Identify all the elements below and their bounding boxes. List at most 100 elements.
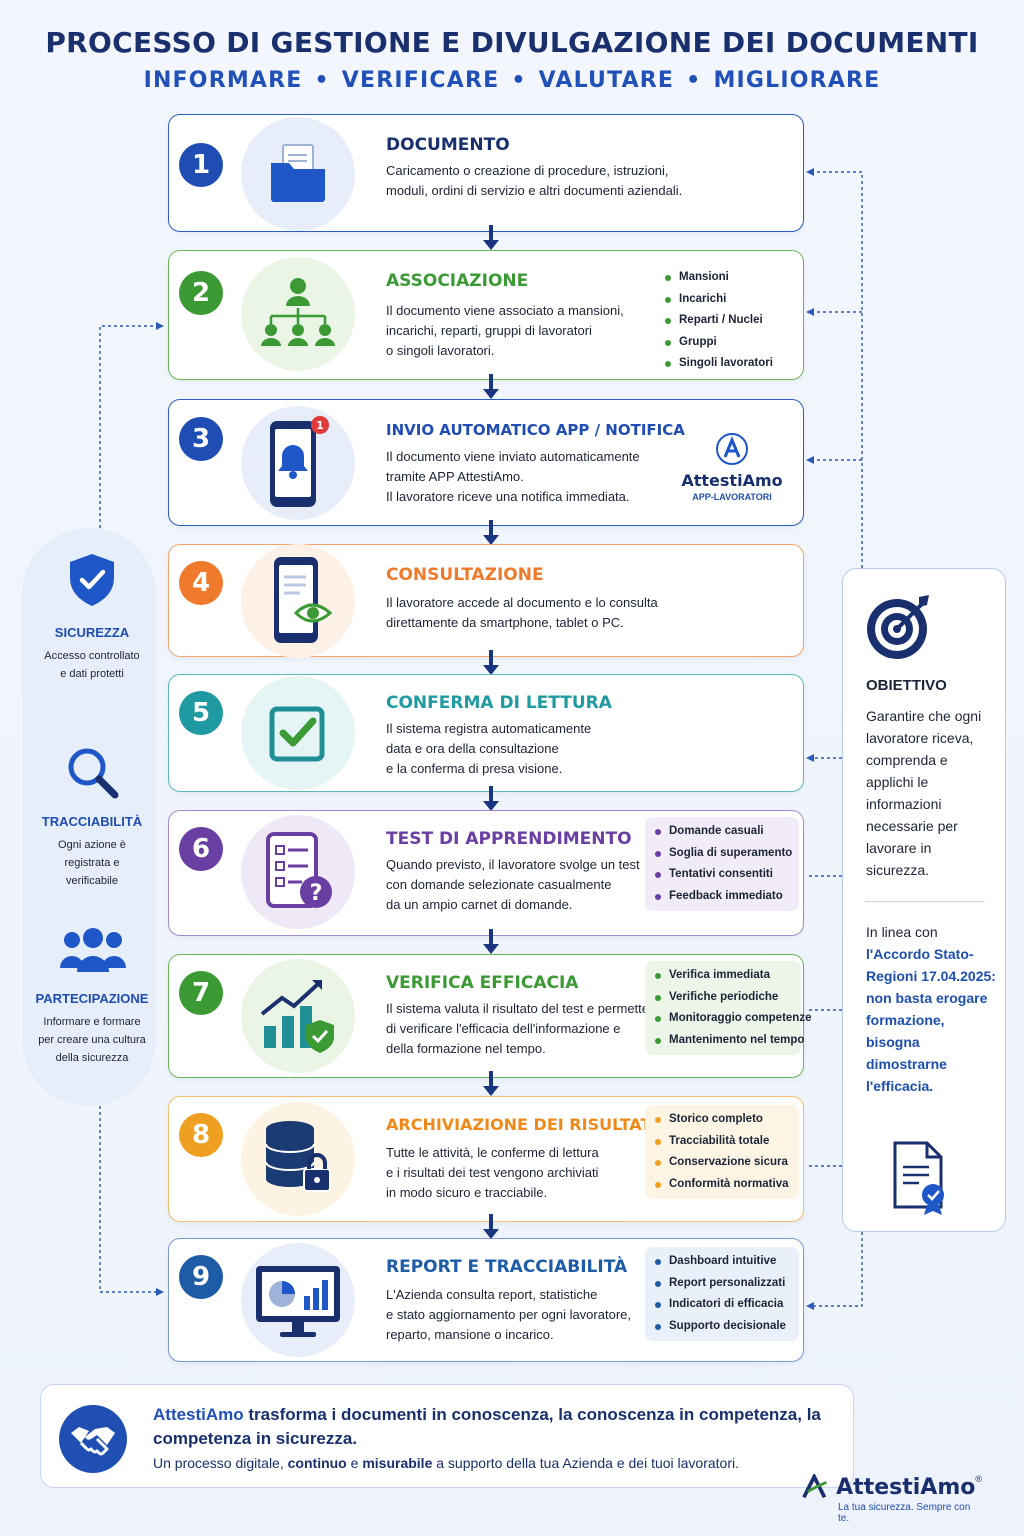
step-9-card: 9 REPORT E TRACCIABILITÀ L'Azienda consu…: [168, 1238, 804, 1362]
attestiamo-logo-icon: [716, 433, 748, 465]
desc-line: di verificare l'efficacia dell'informazi…: [386, 1021, 621, 1036]
step-1-title: DOCUMENTO: [386, 135, 510, 155]
bullet-item: Supporto decisionale: [655, 1316, 789, 1338]
down-arrow: [483, 225, 499, 250]
step-2-icon-bg: [241, 257, 355, 371]
step-3-title: INVIO AUTOMATICO APP / NOTIFICA: [386, 421, 685, 439]
bullet-item: Feedback immediato: [655, 886, 789, 908]
desc-line: Caricamento o creazione di procedure, is…: [386, 163, 669, 178]
step-4-number: 4: [179, 561, 223, 605]
step-3-description: Il documento viene inviato automaticamen…: [386, 447, 640, 507]
desc-line: Quando previsto, il lavoratore svolge un…: [386, 857, 640, 872]
desc-line: Informare e formare: [43, 1016, 141, 1028]
attestiamo-logo-icon: [802, 1474, 827, 1499]
left-values-panel: [22, 528, 156, 1106]
step-2-description: Il documento viene associato a mansioni,…: [386, 301, 624, 361]
step-4-description: Il lavoratore accede al documento e lo c…: [386, 593, 658, 633]
bullet-item: Indicatori di efficacia: [655, 1294, 789, 1316]
brand-tagline: La tua sicurezza. Sempre con te.: [838, 1502, 971, 1524]
footer-icon-bg: [59, 1405, 127, 1473]
step-5-title: CONFERMA DI LETTURA: [386, 693, 612, 713]
desc-line: reparto, mansione o incarico.: [386, 1327, 554, 1342]
step-7-icon-bg: [241, 959, 355, 1073]
left-panel-title: PARTECIPAZIONE: [35, 991, 149, 1006]
step-5-number: 5: [179, 691, 223, 735]
subtitle-word: INFORMARE: [143, 68, 303, 93]
footer-banner: AttestiAmo trasforma i documenti in cono…: [40, 1384, 854, 1488]
down-arrow: [483, 650, 499, 675]
step-5-icon-bg: [241, 676, 355, 790]
quiz-icon: ?: [266, 832, 332, 908]
bullet-item: Tentativi consentiti: [655, 864, 789, 886]
desc-line: Tutte le attività, le conferme di lettur…: [386, 1145, 599, 1160]
desc-line: moduli, ordini di servizio e altri docum…: [386, 183, 683, 198]
footer-headline-text: trasforma i documenti in conoscenza, la …: [153, 1405, 821, 1448]
bullet-item: Conformità normativa: [655, 1174, 789, 1196]
desc-line: Il documento viene associato a mansioni,: [386, 303, 624, 318]
down-arrow: [483, 1071, 499, 1096]
step-7-bullets: Verifica immediata Verifiche periodiche …: [645, 961, 811, 1055]
desc-line: registrata e: [64, 857, 120, 869]
step-8-card: 8 ARCHIVIAZIONE DEI RISULTATI Tutte le a…: [168, 1096, 804, 1222]
desc-line: della sicurezza: [55, 1052, 129, 1064]
desc-line: per creare una cultura: [38, 1034, 146, 1046]
bullet-item: Conservazione sicura: [655, 1152, 789, 1174]
footer-text: e: [346, 1455, 363, 1471]
bullet-item: Gruppi: [665, 332, 773, 354]
objective-heading: OBIETTIVO: [866, 677, 947, 694]
panel-divider: [865, 901, 985, 902]
bullet-item: Report personalizzati: [655, 1273, 789, 1295]
desc-line: con domande selezionate casualmente: [386, 877, 612, 892]
desc-line: Ogni azione è: [58, 839, 126, 851]
step-2-title: ASSOCIAZIONE: [386, 271, 529, 291]
checkbox-icon: [269, 706, 325, 762]
desc-line: e dati protetti: [60, 668, 124, 680]
page-subtitle: INFORMARE•VERIFICARE•VALUTARE•MIGLIORARE: [0, 68, 1024, 93]
step-4-title: CONSULTAZIONE: [386, 565, 544, 585]
step-9-title: REPORT E TRACCIABILITÀ: [386, 1257, 628, 1277]
agreement-lead: In linea con: [866, 924, 938, 940]
step-8-icon-bg: [241, 1102, 355, 1216]
step-6-bullets: Domande casuali Soglia di superamento Te…: [645, 817, 799, 911]
subtitle-separator: •: [686, 68, 702, 93]
desc-line: Il lavoratore riceve una notifica immedi…: [386, 489, 630, 504]
desc-line: e stato aggiornamento per ogni lavorator…: [386, 1307, 631, 1322]
step-2-card: 2 ASSOCIAZIONE Il documento viene associ…: [168, 250, 804, 380]
step-9-number: 9: [179, 1255, 223, 1299]
step-8-bullets: Storico completo Tracciabilità totale Co…: [645, 1105, 799, 1199]
bullet-item: Domande casuali: [655, 821, 789, 843]
step-5-card: 5 CONFERMA DI LETTURA Il sistema registr…: [168, 674, 804, 792]
step-6-icon-bg: ?: [241, 815, 355, 929]
step-4-card: 4 CONSULTAZIONE Il lavoratore accede al …: [168, 544, 804, 658]
down-arrow: [483, 929, 499, 954]
desc-line: e la conferma di presa visione.: [386, 761, 563, 776]
desc-line: Il documento viene inviato automaticamen…: [386, 449, 640, 464]
left-panel-title: TRACCIABILITÀ: [41, 814, 143, 829]
svg-text:?: ?: [310, 881, 323, 906]
step-3-number: 3: [179, 417, 223, 461]
org-chart-icon: [261, 278, 335, 346]
step-2-bullets: Mansioni Incarichi Reparti / Nuclei Grup…: [655, 263, 783, 379]
subtitle-word: VALUTARE: [538, 68, 675, 93]
right-objective-panel: OBIETTIVO Garantire che ogni lavoratore …: [842, 568, 1006, 1232]
down-arrow: [483, 520, 499, 545]
subtitle-word: MIGLIORARE: [713, 68, 881, 93]
folder-icon: [271, 144, 325, 202]
desc-line: incarichi, reparti, gruppi di lavoratori: [386, 323, 592, 338]
step-6-number: 6: [179, 827, 223, 871]
app-brand-sub: APP-LAVORATORI: [692, 492, 772, 502]
desc-line: L'Azienda consulta report, statistiche: [386, 1287, 598, 1302]
objective-text: Garantire che ogni lavoratore riceva, co…: [866, 708, 982, 878]
desc-line: o singoli lavoratori.: [386, 343, 495, 358]
step-6-title: TEST DI APPRENDIMENTO: [386, 829, 632, 849]
bullet-item: Verifiche periodiche: [655, 987, 791, 1009]
agreement-reference: l'Accordo Stato-Regioni 17.04.2025:: [866, 946, 996, 984]
subtitle-separator: •: [511, 68, 527, 93]
dashboard-monitor-icon: [256, 1266, 340, 1337]
down-arrow: [483, 786, 499, 811]
bullet-item: Monitoraggio competenze: [655, 1008, 811, 1030]
desc-line: tramite APP AttestiAmo.: [386, 469, 524, 484]
desc-line: Il lavoratore accede al documento e lo c…: [386, 595, 658, 610]
target-icon: [867, 595, 929, 659]
app-brand-logo: AttestiAmo APP-LAVORATORI: [669, 432, 795, 502]
